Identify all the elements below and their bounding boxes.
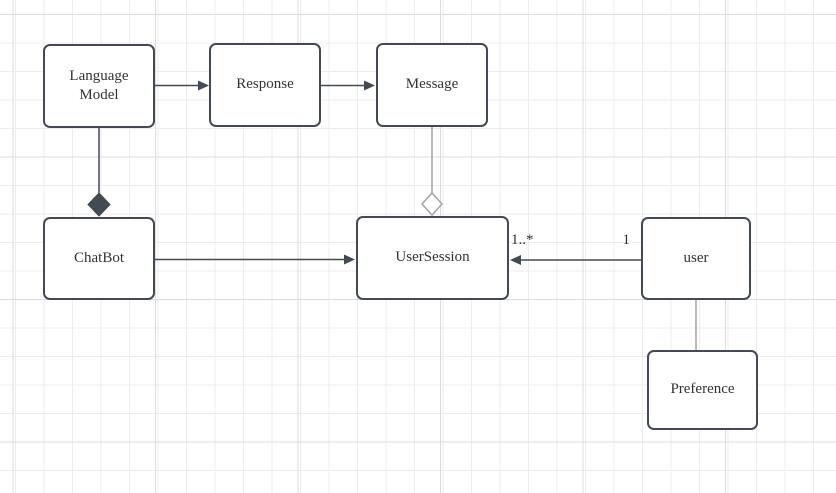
node-usersession[interactable]: UserSession <box>356 216 509 300</box>
arrowhead-icon <box>364 80 375 91</box>
hollow-diamond-icon <box>420 191 444 217</box>
node-preference[interactable]: Preference <box>647 350 758 430</box>
arrowhead-icon <box>344 254 355 265</box>
connector-response-message[interactable] <box>321 80 375 91</box>
node-label: UserSession <box>395 249 470 266</box>
connector-languagemodel-response[interactable] <box>155 80 209 91</box>
node-user[interactable]: user <box>641 217 751 300</box>
node-label: ChatBot <box>73 249 124 266</box>
connector-languagemodel-chatbot-composition[interactable] <box>87 128 111 217</box>
filled-diamond-icon <box>87 192 111 217</box>
node-label: user <box>683 249 709 266</box>
arrowhead-icon <box>198 80 209 91</box>
node-response[interactable]: Response <box>209 43 321 127</box>
connector-user-usersession[interactable] <box>510 255 641 265</box>
node-message[interactable]: Message <box>376 43 488 127</box>
connector-chatbot-usersession[interactable] <box>155 254 355 265</box>
node-language-model[interactable]: Language Model <box>43 44 155 128</box>
node-chatbot[interactable]: ChatBot <box>43 217 155 300</box>
multiplicity-label-user-end[interactable]: 1 <box>622 232 631 248</box>
multiplicity-label-usersession-end[interactable]: 1..* <box>511 232 534 248</box>
arrowhead-icon <box>510 255 521 265</box>
node-label: Language Model <box>69 67 129 104</box>
node-label: Message <box>405 76 459 93</box>
node-label: Preference <box>670 381 735 398</box>
node-label: Response <box>236 76 294 93</box>
connector-message-usersession-aggregation[interactable] <box>420 127 444 217</box>
